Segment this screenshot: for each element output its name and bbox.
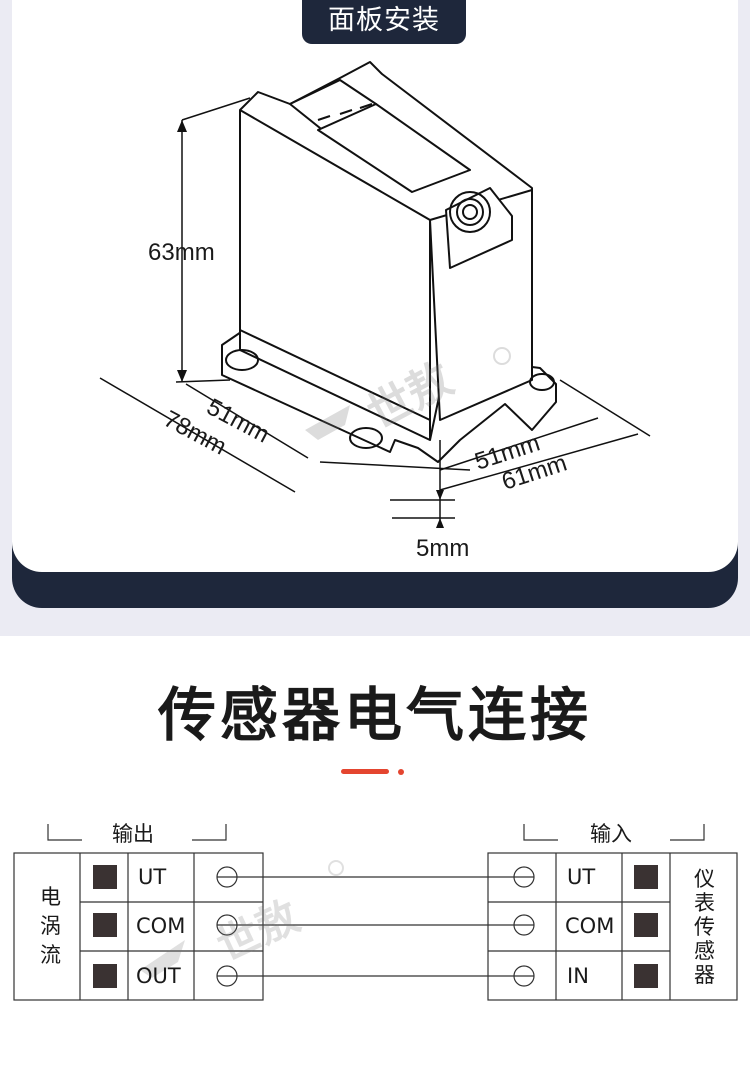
left-device-char-3: 流 [40,943,61,967]
page-title: 传感器电气连接 [157,681,592,749]
right-device-char-1: 仪 [694,867,715,891]
right-device-char-4: 感 [694,939,715,963]
right-device-char-2: 表 [694,891,715,915]
right-terminal-1: UT [567,865,595,889]
left-device-char-1: 电 [40,885,61,909]
dim-height: 63mm [148,239,215,266]
dim-base: 5mm [416,535,469,562]
right-terminal-2: COM [565,914,614,938]
input-header: 输入 [590,822,632,846]
left-device-char-2: 涡 [40,914,61,938]
left-terminal-2: COM [136,914,185,938]
right-terminal-3: IN [567,964,589,988]
wiring-diagram: 世敖 输出 输入 电 涡 流 UT COM OUT UT COM IN 仪 表 … [13,822,738,1001]
top-section: 面板安装 世 [0,0,750,636]
watermark-text-2: 世敖 [210,891,307,971]
right-device-char-5: 器 [694,963,715,987]
accent-line [341,769,389,774]
accent-dot [398,769,404,775]
left-terminal-3: OUT [136,964,181,988]
left-terminal-1: UT [138,865,166,889]
section-label: 面板安装 [302,0,466,44]
mounting-drawing: 世敖 63mm 51mm 78mm 51mm 61mm [99,61,651,562]
right-device-char-3: 传 [694,915,715,939]
output-header: 输出 [112,822,154,846]
